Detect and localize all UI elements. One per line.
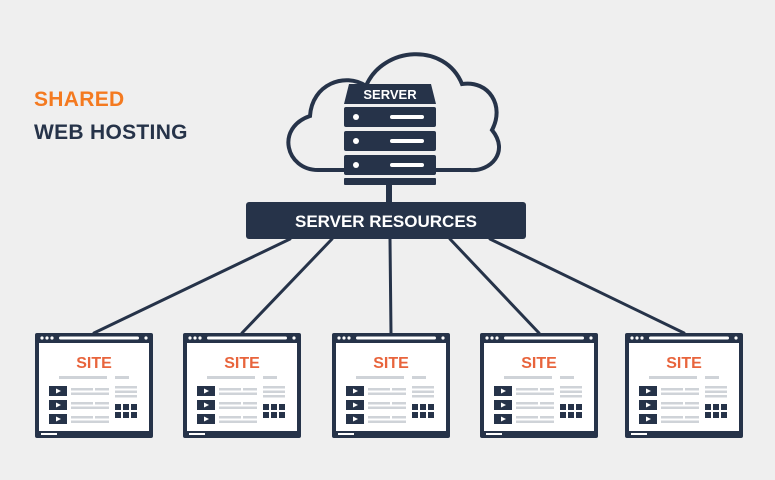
site-label: SITE: [224, 355, 260, 372]
site-label: SITE: [521, 355, 557, 372]
grid-icon: [412, 404, 434, 418]
site-label: SITE: [373, 355, 409, 372]
connector-line: [388, 237, 393, 335]
grid-icon: [115, 404, 137, 418]
site-window: SITE: [35, 333, 153, 438]
grid-icon: [560, 404, 582, 418]
cloud-icon: [286, 52, 501, 173]
connector-line: [488, 237, 686, 335]
heading-shared: SHARED: [34, 88, 125, 111]
server-rack-icon: SERVER: [344, 84, 436, 185]
server-label-plate: [344, 84, 436, 104]
server-unit: [344, 107, 436, 127]
server-unit: [344, 155, 436, 175]
server-resources-label: SERVER RESOURCES: [295, 212, 477, 231]
grid-icon: [705, 404, 727, 418]
connector-line: [92, 237, 292, 335]
site-label: SITE: [76, 355, 112, 372]
server-resources-bar: SERVER RESOURCES: [246, 202, 526, 239]
site-label: SITE: [666, 355, 702, 372]
connector-line: [240, 237, 334, 335]
server-label: SERVER: [363, 87, 417, 102]
server-connector: [386, 185, 392, 202]
site-window: SITE: [625, 333, 743, 438]
site-window: SITE: [332, 333, 450, 438]
heading-web-hosting: WEB HOSTING: [34, 121, 188, 144]
server-base: [344, 178, 436, 185]
server-unit: [344, 131, 436, 151]
connector-line: [448, 237, 541, 335]
site-window: SITE: [480, 333, 598, 438]
site-window: SITE: [183, 333, 301, 438]
grid-icon: [263, 404, 285, 418]
